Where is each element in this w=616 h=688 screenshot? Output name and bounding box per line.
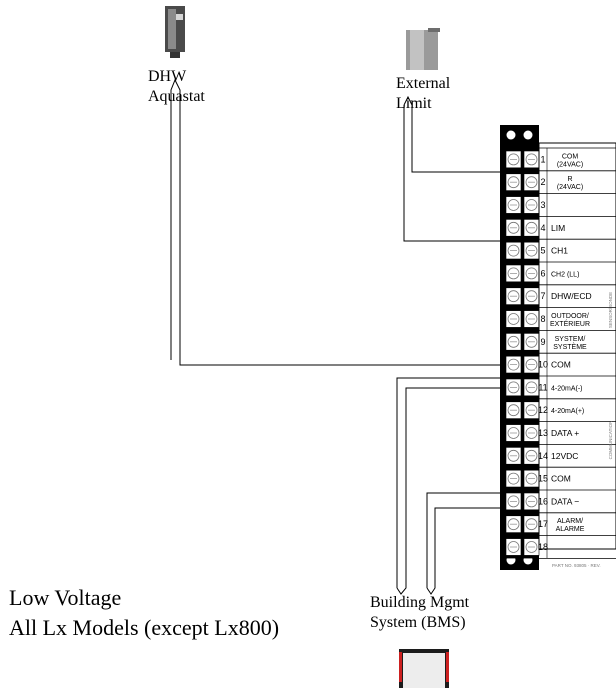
bms-wire-b: [396, 387, 502, 595]
terminal-screw: [505, 492, 540, 511]
terminal-screw: [505, 538, 540, 556]
terminal-label: 4-20mA(-): [551, 385, 583, 392]
terminal-screw: [505, 401, 540, 419]
terminal-label: DATA −: [551, 496, 579, 506]
terminal-label: OUTDOOR/: [551, 313, 589, 320]
terminal-label: 4-20mA(+): [551, 408, 584, 415]
terminal-label: COM: [551, 474, 571, 484]
terminal-screw: [505, 196, 540, 214]
terminal-label: 12VDC: [551, 451, 578, 461]
limit-wire-a: [403, 95, 502, 173]
bms-device-icon: [399, 649, 449, 688]
bms-wire-d: [426, 507, 502, 595]
terminal-number: 18: [538, 542, 548, 552]
terminal-number: 5: [540, 246, 545, 256]
terminal-screw: [505, 219, 540, 237]
terminal-number: 17: [538, 519, 548, 529]
terminal-screw: [505, 355, 540, 374]
terminal-label: LIM: [551, 223, 565, 233]
terminal-screw: [505, 287, 540, 305]
terminal-label: EXTÉRIEUR: [550, 319, 590, 328]
terminal-label: DATA +: [551, 428, 579, 438]
terminal-screw: [505, 424, 540, 442]
terminal-label: DHW/ECD: [551, 291, 592, 301]
terminal-number: 16: [538, 496, 548, 506]
communication-side-label: COMMUNICATION: [608, 421, 613, 460]
terminal-label: COM: [562, 153, 579, 160]
terminal-label: ALARM/: [557, 518, 583, 525]
terminal-screw: [505, 310, 540, 328]
terminal-number: 1: [540, 154, 545, 164]
terminal-number: 2: [540, 177, 545, 187]
terminal-label: ALARME: [556, 526, 585, 533]
limit-wire-b: [403, 105, 502, 242]
terminal-number: 11: [538, 382, 547, 392]
terminal-label: CH2 (LL): [551, 271, 579, 278]
terminal-screw: [505, 241, 540, 260]
bms-label: Building Mgmt System (BMS): [370, 594, 470, 631]
sensor-side-label: SENSOR/SONDE: [608, 292, 613, 328]
dhw-aquastat-label: DHW Aquastat: [148, 68, 205, 105]
terminal-number: 14: [538, 451, 548, 461]
terminal-screw: [505, 447, 540, 465]
terminal-number: 8: [540, 314, 545, 324]
terminal-label: (24VAC): [557, 161, 583, 168]
terminal-number: 6: [540, 268, 545, 278]
terminal-screw: [505, 264, 540, 283]
terminal-number: 13: [538, 428, 548, 438]
terminal-number: 3: [540, 200, 545, 210]
bms-wire-c: [426, 492, 502, 588]
terminal-label: R: [567, 176, 572, 183]
low-voltage-caption: Low Voltage All Lx Models (except Lx800): [9, 585, 280, 640]
terminal-number: 10: [538, 360, 548, 370]
dhw-aquastat-device-icon: [165, 6, 185, 58]
bms-wire-a: [396, 377, 502, 588]
terminal-number: 7: [540, 291, 545, 301]
terminal-screw: [505, 378, 540, 397]
terminal-label: (24VAC): [557, 184, 583, 191]
terminal-label: COM: [551, 360, 571, 370]
terminal-screw: [505, 515, 540, 533]
terminal-label: CH1: [551, 246, 568, 256]
terminal-label: SYSTÈME: [553, 342, 587, 351]
part-number: PART NO. 93805 · REV.: [552, 563, 601, 568]
external-limit-device-icon: [406, 28, 440, 70]
terminal-number: 9: [540, 337, 545, 347]
dhw-wire: [170, 78, 502, 366]
wiring: [170, 78, 502, 595]
terminal-number: 15: [538, 474, 548, 484]
terminal-label: SYSTEM/: [555, 336, 586, 343]
terminal-number: 12: [538, 405, 548, 415]
terminal-screw: [505, 150, 540, 169]
external-limit-label: External Limit: [396, 75, 451, 112]
terminal-number: 4: [540, 223, 545, 233]
